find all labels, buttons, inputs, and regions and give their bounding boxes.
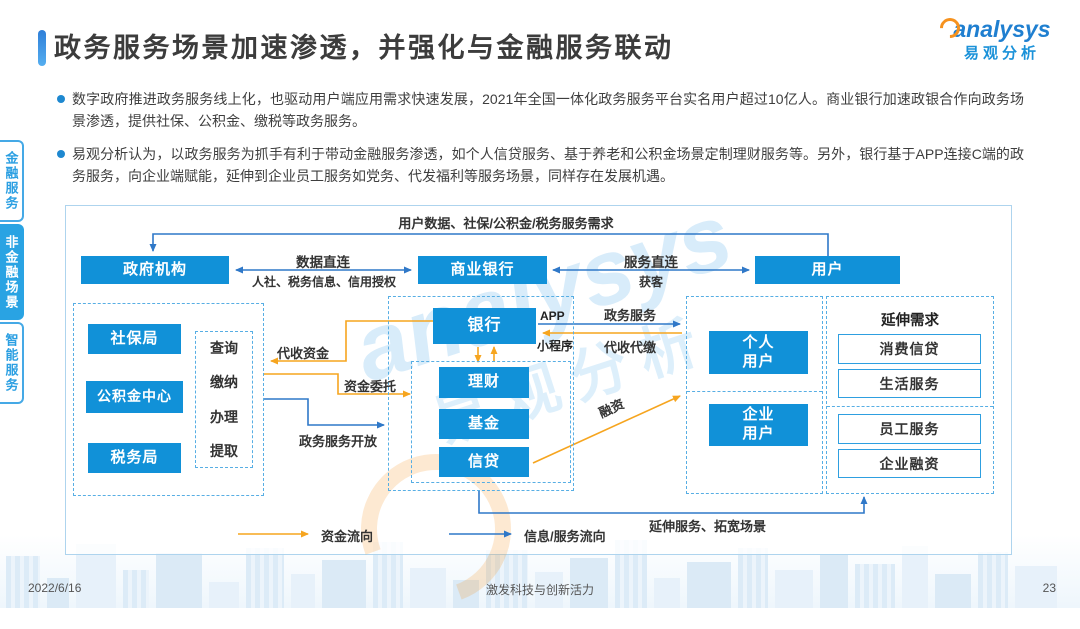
action-query: 查询 [210, 340, 238, 357]
node-tax-bureau: 税务局 [88, 443, 181, 473]
action-withdraw: 提取 [210, 442, 238, 459]
action-pay: 缴纳 [210, 374, 238, 391]
arrow-fund-entrust [264, 373, 411, 398]
page-title: 政务服务场景加速渗透，并强化与金融服务联动 [54, 33, 674, 63]
node-government-agencies: 政府机构 [81, 256, 229, 284]
node-consumer-credit: 消费信贷 [838, 334, 981, 364]
bullet-point-2: 易观分析认为，以政务服务为抓手有利于带动金融服务渗透，如个人信贷服务、基于养老和… [57, 143, 1024, 187]
group-extended-demand [826, 296, 994, 494]
node-employee-services: 员工服务 [838, 414, 981, 444]
label-extend-service: 延伸服务、拓宽场景 [649, 519, 767, 534]
node-bank: 银行 [433, 308, 536, 344]
node-personal-user: 个人 用户 [709, 331, 808, 374]
logo-chinese-name: 易观分析 [963, 45, 1040, 62]
group-bank [388, 296, 574, 491]
label-fund-entrust: 资金委托 [344, 379, 397, 394]
action-handle: 办理 [210, 408, 238, 425]
label-data-direct-link: 数据直连 [296, 255, 350, 270]
node-credit: 信贷 [439, 447, 529, 477]
label-gov-service-open: 政务服务开放 [299, 434, 378, 449]
label-app: APP [540, 309, 565, 323]
label-mini-program: 小程序 [537, 339, 574, 353]
label-collect-funds: 代收资金 [277, 346, 330, 361]
users-divider [687, 391, 822, 392]
arrow-user-data-to-gov [149, 233, 829, 256]
node-provident-fund-center: 公积金中心 [86, 381, 183, 413]
label-service-direct-link: 服务直连 [624, 255, 678, 270]
sidebar-tab-smart-services[interactable]: 智能服务 [0, 322, 24, 404]
label-social-tax-credit: 人社、税务信息、信用授权 [251, 275, 396, 289]
label-collect-and-pay: 代收代缴 [604, 340, 657, 355]
service-actions-list: 查询 缴纳 办理 提取 [195, 331, 253, 468]
legend-fund-flow-label: 资金流向 [321, 529, 374, 544]
title-accent-bar [38, 30, 46, 66]
city-skyline-decoration [0, 530, 1080, 608]
logo-wordmark: analysys [935, 13, 1062, 43]
label-customer-acquisition: 获客 [638, 275, 663, 289]
arrow-collect-funds [270, 320, 433, 365]
group-users [686, 296, 823, 494]
footer-date: 2022/6/16 [28, 581, 82, 595]
group-bank-products [411, 361, 571, 483]
label-gov-service: 政务服务 [604, 308, 657, 323]
label-extended-demand-title: 延伸需求 [881, 313, 939, 329]
footer-slogan: 激发科技与创新活力 [485, 583, 594, 597]
connector-lines [149, 233, 868, 538]
extended-divider [827, 406, 993, 407]
legend-info-flow-label: 信息/服务流向 [524, 529, 606, 544]
service-flow-diagram: analysys 易观分析 政府机构 商业银行 [65, 184, 1012, 629]
node-wealth-management: 理财 [439, 367, 529, 398]
node-enterprise-user: 企业 用户 [709, 404, 808, 446]
bullet-point-1: 数字政府推进政务服务线上化，也驱动用户端应用需求快速发展，2021年全国一体化政… [57, 88, 1024, 132]
analysys-logo: analysys 易观分析 [935, 13, 1062, 63]
sidebar-tab-financial-services[interactable]: 金融服务 [0, 140, 24, 222]
footer-page-number: 23 [1042, 581, 1056, 595]
node-commercial-bank: 商业银行 [418, 256, 547, 284]
arrow-financing [532, 395, 681, 464]
group-service-actions [195, 331, 253, 468]
group-government-bureaus [73, 303, 264, 496]
arrow-extend-service [478, 491, 868, 514]
label-user-data-flow: 用户数据、社保/公积金/税务服务需求 [398, 216, 614, 231]
node-life-services: 生活服务 [838, 369, 981, 398]
node-enterprise-financing: 企业融资 [838, 449, 981, 478]
node-user: 用户 [755, 256, 900, 284]
arrow-gov-service-open [264, 398, 385, 429]
node-fund: 基金 [439, 409, 529, 439]
sidebar-tab-non-financial-scenarios[interactable]: 非金融场景 [0, 224, 24, 320]
node-social-security-bureau: 社保局 [88, 324, 181, 354]
